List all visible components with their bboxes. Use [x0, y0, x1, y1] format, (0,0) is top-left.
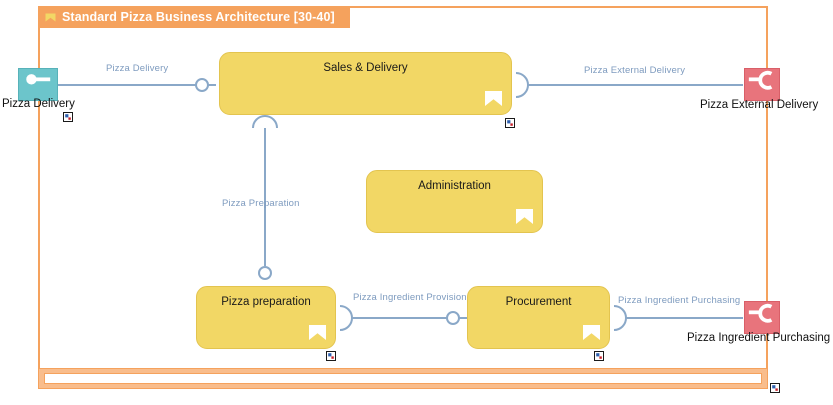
- interface-label-pizza-external-delivery: Pizza External Delivery: [700, 99, 819, 111]
- connector-line-pizza-external-delivery: [527, 84, 743, 86]
- connector-line-pizza-ingredient-provision: [351, 317, 450, 319]
- interface-label-pizza-ingredient-purchasing: Pizza Ingredient Purchasing: [687, 332, 831, 344]
- business-function-icon: [583, 325, 600, 340]
- interface-label-pizza-delivery: Pizza Delivery: [2, 98, 75, 110]
- connector-label-pizza-preparation: Pizza Preparation: [222, 198, 300, 209]
- required-interface-icon: [748, 303, 773, 323]
- group-container-header[interactable]: Standard Pizza Business Architecture [30…: [38, 6, 350, 28]
- connector-line-pizza-delivery: [58, 84, 200, 86]
- connector-joint-pizza-preparation: [258, 266, 272, 280]
- nested-elements-icon: [328, 353, 334, 359]
- function-label-administration: Administration: [418, 180, 491, 192]
- nested-elements-icon: [772, 385, 778, 391]
- connector-label-pizza-external-delivery: Pizza External Delivery: [584, 65, 686, 76]
- business-function-icon: [45, 13, 56, 21]
- interface-box-pizza-external-delivery[interactable]: [744, 68, 780, 101]
- connector-socket-pizza-preparation: [252, 115, 278, 129]
- nested-marker-pizza-delivery[interactable]: [63, 112, 73, 122]
- provided-interface-icon: [26, 74, 51, 85]
- nested-elements-icon: [65, 114, 71, 120]
- business-function-icon: [309, 325, 326, 340]
- connector-line-pizza-ingredient-purchasing: [625, 317, 743, 319]
- connector-label-pizza-delivery: Pizza Delivery: [106, 63, 169, 74]
- required-interface-icon: [748, 70, 773, 90]
- function-label-pizza-preparation: Pizza preparation: [221, 296, 311, 308]
- connector-joint-pizza-delivery: [195, 78, 216, 92]
- nested-marker-pizza-preparation[interactable]: [326, 351, 336, 361]
- connector-label-pizza-ingredient-purchasing: Pizza Ingredient Purchasing: [618, 295, 741, 306]
- connector-label-pizza-ingredient-provision: Pizza Ingredient Provision: [353, 292, 467, 303]
- nested-marker-group[interactable]: [770, 383, 780, 393]
- connector-joint-pizza-ingredient-provision: [446, 311, 468, 325]
- business-function-icon: [516, 209, 533, 224]
- interface-box-pizza-delivery[interactable]: [18, 68, 58, 101]
- business-function-icon: [485, 91, 502, 106]
- group-footer-inner-strip: [44, 373, 762, 384]
- function-label-procurement: Procurement: [505, 296, 572, 308]
- function-box-pizza-preparation[interactable]: Pizza preparation: [196, 286, 336, 349]
- connector-line-pizza-preparation: [264, 128, 266, 266]
- nested-elements-icon: [507, 120, 513, 126]
- function-box-procurement[interactable]: Procurement: [467, 286, 610, 349]
- interface-box-pizza-ingredient-purchasing[interactable]: [744, 301, 780, 334]
- group-container-title: Standard Pizza Business Architecture [30…: [62, 10, 335, 24]
- function-box-administration[interactable]: Administration: [366, 170, 543, 233]
- nested-marker-sales-delivery[interactable]: [505, 118, 515, 128]
- nested-elements-icon: [596, 353, 602, 359]
- function-label-sales-delivery: Sales & Delivery: [323, 62, 408, 74]
- function-box-sales-delivery[interactable]: Sales & Delivery: [219, 52, 512, 115]
- nested-marker-procurement[interactable]: [594, 351, 604, 361]
